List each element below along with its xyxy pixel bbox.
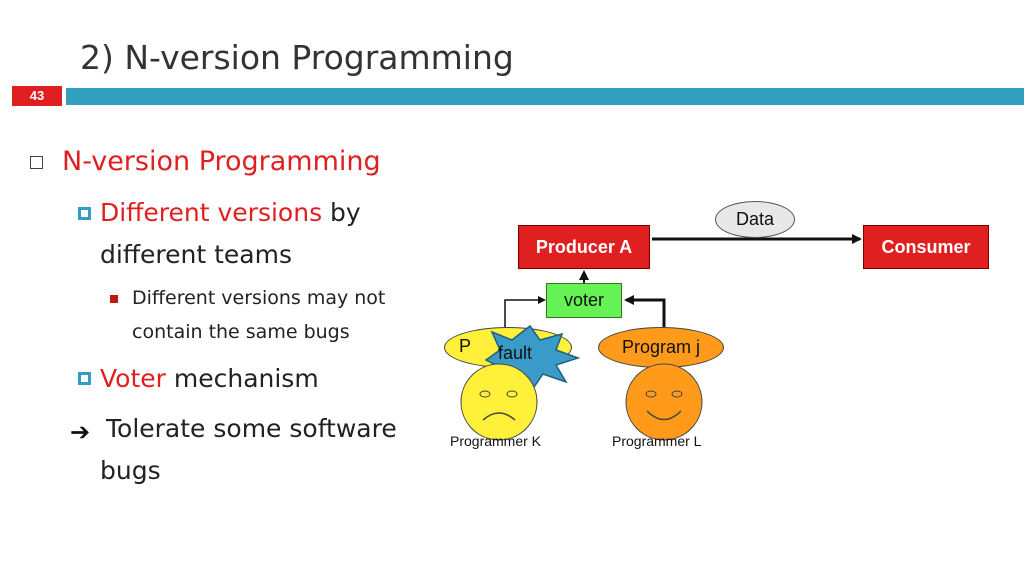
- smiley-face-icon: [625, 363, 703, 441]
- voter-box: voter: [546, 283, 622, 318]
- data-label-oval: Data: [715, 201, 795, 238]
- program-j-oval: Program j: [598, 327, 724, 368]
- consumer-box: Consumer: [863, 225, 989, 269]
- program-k-to-voter-connector: [504, 296, 546, 330]
- bullet-sub2-rest: mechanism: [165, 364, 319, 393]
- bullet-square-icon: [78, 372, 91, 385]
- bullet-hollow-square-icon: [30, 156, 43, 169]
- fault-label: fault: [498, 343, 533, 363]
- bullet-square-icon: [78, 207, 91, 220]
- slide-number: 43: [29, 88, 45, 103]
- programmer-l-caption: Programmer L: [612, 433, 702, 449]
- bullet-sub1-line2: different teams: [100, 240, 293, 269]
- producer-box: Producer A: [518, 225, 650, 269]
- conclusion-line2: bugs: [100, 456, 161, 485]
- program-j-to-voter-connector: [624, 295, 666, 327]
- bullet-subsub1-line1: Different versions may not: [132, 287, 386, 309]
- bullet-sub1-highlight: Different versions: [100, 198, 323, 227]
- programmer-k-caption: Programmer K: [450, 433, 542, 449]
- program-k-partial-label: P: [459, 336, 472, 356]
- bullet-subsub1-line2: contain the same bugs: [132, 321, 350, 343]
- conclusion-line1: Tolerate some software: [106, 414, 397, 443]
- bullet-sub1-line1: Different versions by: [100, 198, 361, 227]
- bullet-main: N-version Programming: [62, 146, 381, 177]
- bullet-sub2: Voter mechanism: [100, 364, 319, 393]
- bullet-small-square-icon: [110, 295, 118, 303]
- slide-title: 2) N-version Programming: [80, 38, 514, 77]
- sad-face-icon: [460, 363, 538, 441]
- slide-number-bar: [12, 86, 62, 106]
- bullet-sub2-highlight: Voter: [100, 364, 166, 393]
- bullet-sub1-rest: by: [322, 198, 361, 227]
- arrow-right-icon: ➔: [70, 419, 91, 446]
- header-divider-bar: [66, 88, 1024, 105]
